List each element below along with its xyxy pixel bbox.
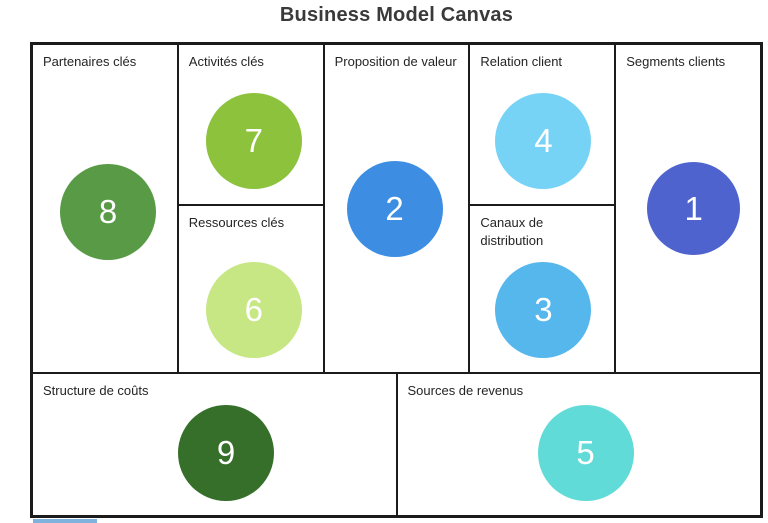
cell-ressources-cles: Ressources clés 6 xyxy=(177,205,324,373)
circle-number: 3 xyxy=(534,291,553,328)
circle-number: 4 xyxy=(534,122,553,159)
cell-activites-cles: Activités clés 7 xyxy=(177,44,324,205)
cell-label: Relation client xyxy=(480,54,563,69)
cell-relation-client: Relation client 4 xyxy=(469,44,616,205)
circle-number: 9 xyxy=(216,434,236,471)
page-title: Business Model Canvas xyxy=(279,4,514,26)
number-circle: 4 xyxy=(495,93,592,189)
circle-number: 8 xyxy=(98,193,118,230)
cell-label: Partenaires clés xyxy=(43,54,137,69)
circle-number: 7 xyxy=(244,122,263,159)
cell-label: Sources de revenus xyxy=(407,383,524,398)
cell-sources-de-revenus: Sources de revenus 5 xyxy=(396,373,761,516)
cell-label: Canaux de distribution xyxy=(480,215,544,249)
circle-number: 6 xyxy=(244,291,263,328)
cell-partenaires-cles: Partenaires clés 8 xyxy=(32,44,178,373)
circle-number: 2 xyxy=(385,190,404,227)
number-circle: 9 xyxy=(178,405,274,501)
number-circle: 5 xyxy=(537,405,634,501)
number-circle: 6 xyxy=(205,262,302,358)
cell-segments-clients: Segments clients 1 xyxy=(615,44,761,373)
cell-label: Ressources clés xyxy=(188,215,285,230)
cutoff-blue-line xyxy=(33,519,97,523)
number-circle: 8 xyxy=(60,164,156,260)
circle-number: 1 xyxy=(684,189,703,227)
cell-canaux-de-distribution: Canaux de distribution 3 xyxy=(469,205,616,373)
circle-number: 5 xyxy=(576,434,595,471)
number-circle: 1 xyxy=(647,162,741,255)
cell-label: Segments clients xyxy=(626,54,726,69)
cell-label: Proposition de valeur xyxy=(334,54,457,69)
cell-label: Structure de coûts xyxy=(43,383,149,398)
cell-proposition-de-valeur: Proposition de valeur 2 xyxy=(323,44,470,373)
canvas-grid: Partenaires clés 8 Activités clés 7 Ress… xyxy=(30,42,763,518)
number-circle: 7 xyxy=(205,93,302,189)
number-circle: 3 xyxy=(495,262,592,358)
number-circle: 2 xyxy=(346,161,443,257)
cell-label: Activités clés xyxy=(188,54,264,69)
cell-structure-de-couts: Structure de coûts 9 xyxy=(32,373,397,516)
